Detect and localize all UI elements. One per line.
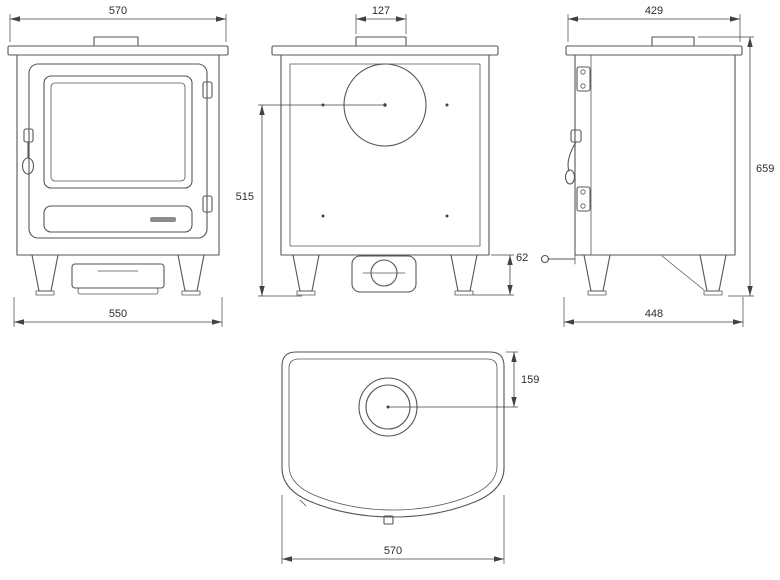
dim-front-base-width: 550: [13, 297, 223, 327]
side-door-handle: [564, 129, 582, 185]
front-flue-collar: [93, 36, 139, 47]
front-window-frame: [43, 75, 193, 189]
dim-side-base-depth: 448: [563, 297, 744, 327]
dim-label-overall-height: 659: [756, 163, 774, 175]
front-view: 570: [7, 5, 229, 327]
side-legs: [583, 254, 727, 296]
dim-label-front-base-width: 550: [109, 308, 127, 320]
side-flue-collar: [651, 36, 695, 47]
dim-front-top-width: 570: [9, 5, 227, 42]
top-front-knob: [383, 515, 394, 525]
front-door-handle: [21, 128, 35, 175]
front-top-plate: [7, 45, 229, 56]
rear-ash-dump: [351, 255, 417, 293]
dim-flue-centre-from-rear: 159: [388, 351, 539, 408]
top-inner-outline: [288, 358, 498, 511]
top-view: 159 570: [281, 351, 539, 564]
rear-view: 127: [236, 5, 528, 297]
brand-logo: [150, 217, 176, 222]
dim-label-side-base-depth: 448: [645, 308, 663, 320]
dim-flue-collar-width: 127: [355, 5, 407, 34]
dim-overall-height: 659: [698, 36, 774, 297]
dim-label-side-top-depth: 429: [645, 5, 663, 17]
dim-label-plan-width: 570: [384, 545, 402, 557]
front-legs: [31, 254, 205, 296]
dim-label-front-top-width: 570: [109, 5, 127, 17]
side-riddling-rod: [540, 253, 576, 265]
side-leg-brace: [661, 255, 705, 291]
front-ash-pan: [71, 263, 165, 295]
dim-label-flue-centre-height: 515: [236, 191, 254, 203]
front-door: [28, 63, 208, 239]
side-body: [574, 54, 736, 256]
side-hinge-top: [576, 66, 591, 92]
top-air-control-mark: [299, 499, 307, 507]
side-hinge-bottom: [576, 186, 591, 212]
dim-label-flue-centre-from-rear: 159: [521, 374, 539, 386]
top-outline: [281, 351, 505, 518]
rear-panel: [289, 63, 481, 247]
side-view: 429: [540, 5, 774, 327]
side-top-plate: [565, 45, 743, 56]
rear-legs: [292, 254, 478, 296]
front-hinge-top: [202, 81, 213, 99]
rear-top-plate: [271, 45, 499, 56]
dim-label-flue-collar-width: 127: [372, 5, 390, 17]
dim-base-clearance: 62: [473, 252, 528, 296]
dim-plan-width: 570: [281, 495, 505, 564]
rear-fixing-points: [321, 103, 449, 218]
dim-label-base-clearance: 62: [516, 252, 528, 264]
front-hinge-bottom: [202, 195, 213, 213]
front-window-glass: [50, 82, 186, 182]
front-body: [16, 54, 220, 256]
dim-flue-centre-height: 515: [236, 104, 385, 297]
front-plinth-panel: [43, 205, 193, 233]
rear-flue-collar: [355, 36, 407, 47]
rear-body: [280, 54, 490, 256]
